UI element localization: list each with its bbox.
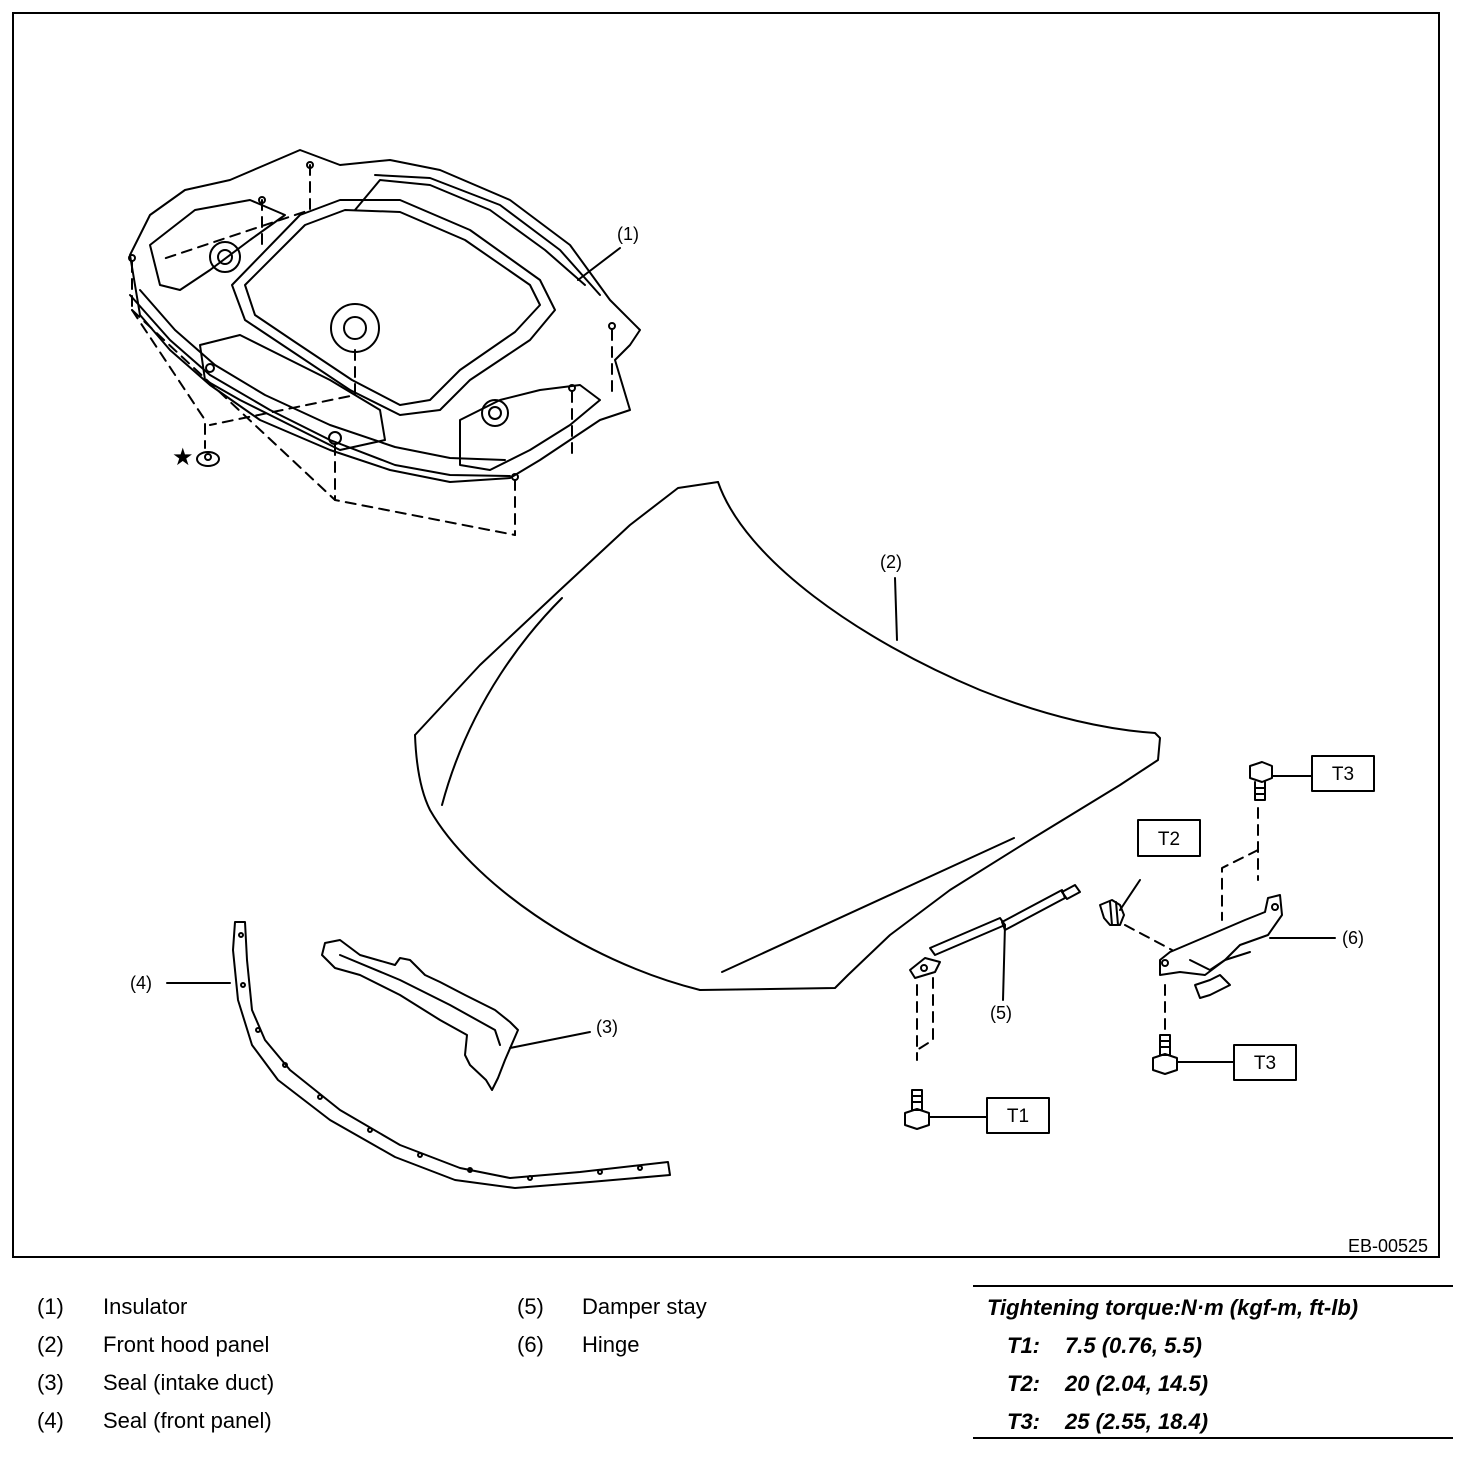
legend-num: (4) bbox=[37, 1408, 64, 1433]
torque-box-t1 bbox=[986, 1097, 1050, 1134]
star-icon: ★ bbox=[172, 443, 194, 471]
torque-label-t3-top: T3 bbox=[1332, 764, 1354, 785]
torque-box-t3-top bbox=[1311, 755, 1375, 792]
torque-value: 20 (2.04, 14.5) bbox=[1065, 1371, 1209, 1396]
legend-num: (1) bbox=[37, 1294, 64, 1319]
front-hood-panel bbox=[414, 481, 1161, 991]
torque-box-t2 bbox=[1137, 819, 1201, 857]
torque-title: Tightening torque:N·m (kgf-m, ft-lb) bbox=[987, 1295, 1359, 1320]
intake-duct-seal bbox=[321, 939, 519, 1091]
callout-4: (4) bbox=[130, 973, 152, 993]
legend-name: Insulator bbox=[103, 1294, 188, 1319]
torque-label-t1: T1 bbox=[1007, 1106, 1029, 1127]
legend-name: Seal (intake duct) bbox=[103, 1370, 275, 1395]
legend-num: (6) bbox=[517, 1332, 544, 1357]
diagram-frame bbox=[12, 12, 1440, 1258]
leader-lines bbox=[166, 247, 1336, 1118]
ball-stud bbox=[1099, 899, 1125, 926]
legend-name: Hinge bbox=[582, 1332, 640, 1357]
torque-box-t3-bottom bbox=[1233, 1044, 1297, 1081]
front-panel-seal bbox=[232, 921, 671, 1189]
callout-3: (3) bbox=[596, 1017, 618, 1037]
callout-1: (1) bbox=[617, 224, 639, 244]
parts-legend: (1) Insulator (2) Front hood panel (3) S… bbox=[37, 1294, 937, 1444]
torque-table: Tightening torque:N·m (kgf-m, ft-lb) T1:… bbox=[973, 1285, 1453, 1439]
legend-num: (2) bbox=[37, 1332, 64, 1357]
torque-value: 25 (2.55, 18.4) bbox=[1065, 1409, 1209, 1434]
torque-key: T2: bbox=[1007, 1371, 1040, 1396]
hood-hinge bbox=[1159, 894, 1283, 999]
torque-value: 7.5 (0.76, 5.5) bbox=[1065, 1333, 1202, 1358]
torque-key: T3: bbox=[1007, 1409, 1040, 1434]
bolt-t1 bbox=[904, 1089, 930, 1130]
legend-name: Seal (front panel) bbox=[103, 1408, 272, 1433]
clip-fastener bbox=[196, 451, 220, 467]
legend-num: (5) bbox=[517, 1294, 544, 1319]
figure-code: EB-00525 bbox=[1348, 1236, 1428, 1256]
damper-stay bbox=[909, 884, 1081, 979]
bolt-t3-top bbox=[1249, 761, 1273, 801]
legend-num: (3) bbox=[37, 1370, 64, 1395]
torque-label-t3-bottom: T3 bbox=[1254, 1053, 1276, 1074]
torque-label-t2: T2 bbox=[1158, 829, 1180, 850]
insulator-guide-lines bbox=[131, 164, 613, 536]
hardware-guide-lines bbox=[916, 807, 1259, 1061]
callout-6: (6) bbox=[1342, 928, 1364, 948]
callout-2: (2) bbox=[880, 552, 902, 572]
bolt-t3-bottom bbox=[1152, 1034, 1178, 1075]
insulator-part bbox=[128, 149, 641, 483]
legend-name: Front hood panel bbox=[103, 1332, 270, 1357]
callout-5: (5) bbox=[990, 1003, 1012, 1023]
legend-name: Damper stay bbox=[582, 1294, 707, 1319]
torque-key: T1: bbox=[1007, 1333, 1040, 1358]
